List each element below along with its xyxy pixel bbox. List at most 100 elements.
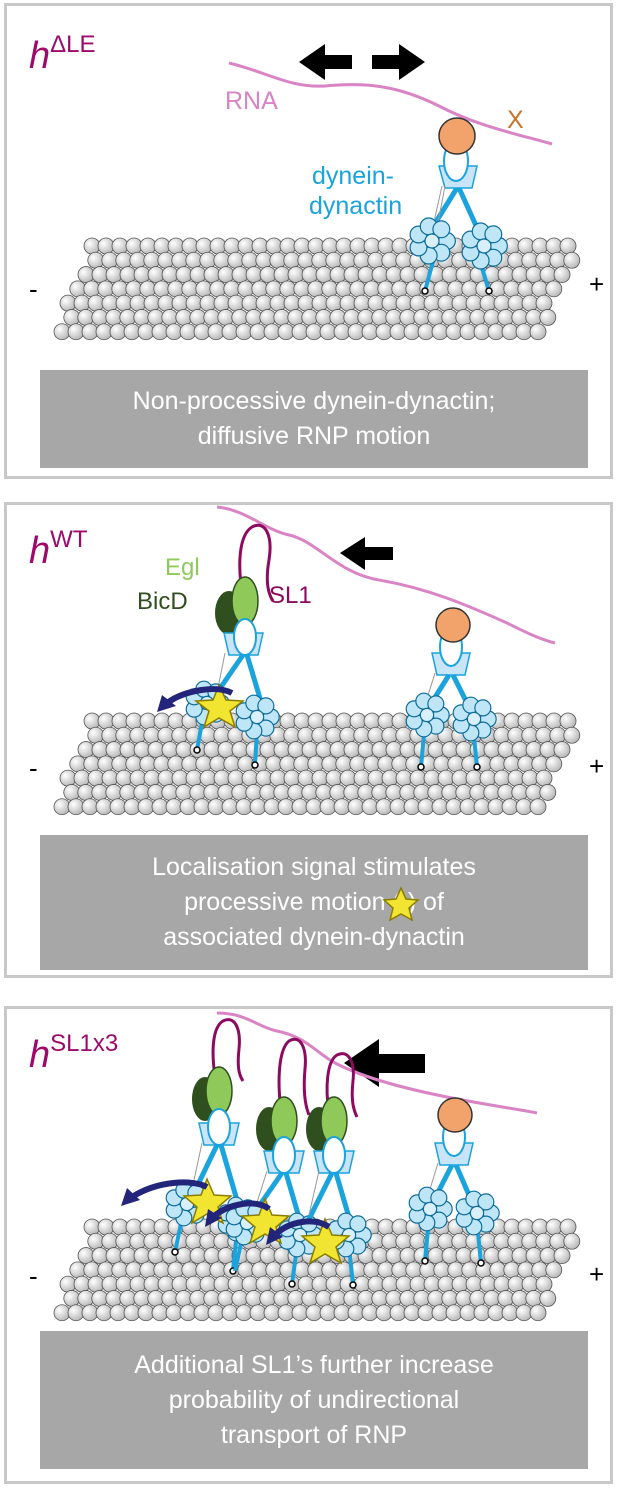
tubulin-subunit xyxy=(511,1290,529,1307)
dynein-label-1: dynein- xyxy=(312,162,394,190)
direction-arrow-left xyxy=(340,537,393,570)
tubulin-subunit xyxy=(95,1304,113,1322)
tubulin-subunit xyxy=(545,755,563,773)
tubulin-subunit xyxy=(105,1247,123,1264)
motor-domain xyxy=(424,233,440,249)
tubulin-subunit xyxy=(559,237,577,255)
curved-arrow xyxy=(130,1179,209,1200)
panel-delta-le-diagram: hΔLE RNA X dynein- dynactin - + xyxy=(29,31,604,341)
tubulin-subunit xyxy=(531,755,549,773)
tubulin-subunit xyxy=(67,1304,85,1322)
tubulin-subunit xyxy=(97,1218,115,1236)
tubulin-subunit xyxy=(69,755,87,773)
tubulin-subunit xyxy=(525,309,543,326)
motor-domain xyxy=(419,707,435,723)
tubulin-subunit xyxy=(87,726,105,744)
tubulin-subunit xyxy=(525,1290,543,1307)
tubulin-subunit xyxy=(67,798,85,816)
tubulin-subunit xyxy=(535,251,553,269)
tubulin-subunit xyxy=(77,1290,95,1307)
tubulin-subunit xyxy=(539,1247,557,1264)
x-protein xyxy=(437,1097,473,1133)
tubulin-subunit xyxy=(501,323,519,341)
tubulin-subunit xyxy=(539,1290,557,1307)
caption-line: processive motion ( ) of xyxy=(184,888,444,916)
tubulin-subunit xyxy=(59,294,77,312)
tubulin-subunit xyxy=(83,237,101,255)
panel-wt-diagram: hWT Egl BicD SL1 xyxy=(29,505,604,816)
tubulin-subunit xyxy=(563,726,581,744)
panel-sl1x3-diagram: hSL1x3 xyxy=(29,1011,604,1322)
sl1-stem-loop xyxy=(325,1052,359,1118)
tubulin-subunit xyxy=(535,1275,553,1293)
tubulin-subunit xyxy=(517,1218,535,1236)
tubulin-subunit xyxy=(517,1261,535,1279)
tubulin-subunit xyxy=(521,726,539,744)
tubulin-subunit xyxy=(515,323,533,341)
x-protein xyxy=(435,607,471,643)
tubulin-subunit xyxy=(535,1232,553,1250)
tubulin-subunit xyxy=(83,1218,101,1236)
tubulin-subunit xyxy=(111,755,129,773)
tubulin-subunit xyxy=(73,1275,91,1293)
construct-label: hSL1x3 xyxy=(29,1030,118,1076)
tubulin-subunit xyxy=(521,1275,539,1293)
curved-arrow xyxy=(272,1218,331,1238)
tubulin-subunit xyxy=(525,266,543,283)
tubulin-subunit xyxy=(53,798,71,816)
motor-domain xyxy=(249,709,265,725)
tubulin-subunit xyxy=(529,798,547,816)
motor-domain xyxy=(476,238,492,254)
tubulin-subunit xyxy=(111,712,129,730)
curved-arrow xyxy=(165,686,234,706)
dynein-dynactin-processive xyxy=(205,1096,323,1288)
microtubule xyxy=(53,712,581,816)
tubulin-subunit xyxy=(69,1261,87,1279)
tubulin-subunit xyxy=(59,769,77,787)
tubulin-subunit xyxy=(507,294,525,312)
tubulin-subunit xyxy=(97,755,115,773)
motor-domain xyxy=(422,1201,438,1217)
direction-arrow-right xyxy=(372,44,425,80)
tubulin-subunit xyxy=(97,1261,115,1279)
tubulin-subunit xyxy=(77,266,95,283)
tubulin-subunit xyxy=(535,769,553,787)
sl1-stem-loop xyxy=(211,1018,245,1082)
tubulin-subunit xyxy=(515,798,533,816)
tubulin-subunit xyxy=(91,1247,109,1264)
tubulin-subunit xyxy=(97,280,115,298)
caption-box: Non-processive dynein-dynactin; diffusiv… xyxy=(40,370,588,468)
sl1-stem-loop xyxy=(238,523,275,602)
x-protein xyxy=(438,117,476,155)
tubulin-subunit xyxy=(535,726,553,744)
minus-end-label: - xyxy=(29,1261,38,1291)
tubulin-subunit xyxy=(563,251,581,269)
tubulin-subunit xyxy=(521,1232,539,1250)
egl-label: Egl xyxy=(165,554,200,581)
star-icon xyxy=(382,886,420,922)
motor-domain xyxy=(427,695,445,713)
tubulin-subunit xyxy=(87,1232,105,1250)
tubulin-subunit xyxy=(511,741,529,758)
tubulin-subunit xyxy=(101,251,119,269)
tubulin-subunit xyxy=(507,251,525,269)
sl1-stem-loop xyxy=(277,1037,311,1116)
caption-line: diffusive RNP motion xyxy=(197,422,431,450)
motor-domain xyxy=(466,711,482,727)
tubulin-subunit xyxy=(91,309,109,326)
tubulin-subunit xyxy=(95,323,113,341)
tubulin-subunit xyxy=(105,1290,123,1307)
tubulin-subunit xyxy=(517,755,535,773)
tubulin-subunit xyxy=(87,769,105,787)
tubulin-subunit xyxy=(549,251,567,269)
tubulin-subunit xyxy=(101,769,119,787)
motor-domain xyxy=(469,1205,485,1221)
tubulin-subunit xyxy=(517,712,535,730)
panel-delta-le: hΔLE RNA X dynein- dynactin - + xyxy=(4,3,613,479)
tubulin-subunit xyxy=(531,237,549,255)
tubulin-subunit xyxy=(87,251,105,269)
motor-domain xyxy=(292,1227,308,1243)
tubulin-subunit xyxy=(69,280,87,298)
tubulin-subunit xyxy=(545,712,563,730)
tubulin-subunit xyxy=(87,294,105,312)
